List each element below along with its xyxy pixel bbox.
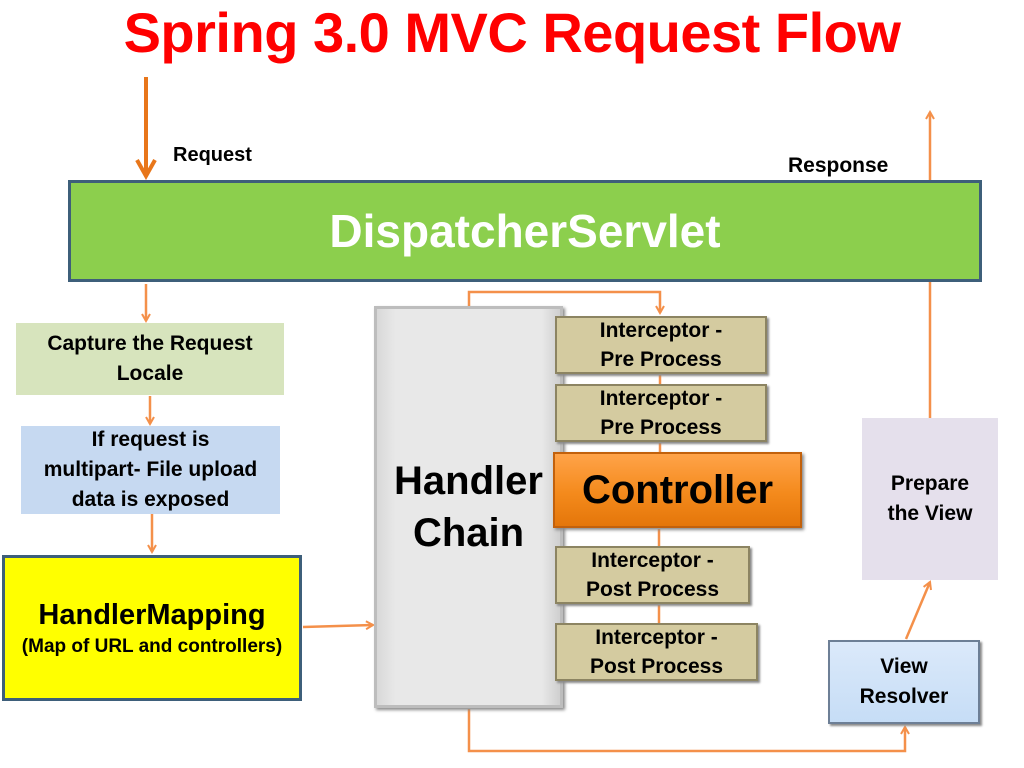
diagram-title: Spring 3.0 MVC Request Flow <box>123 1 901 64</box>
handler-mapping-box: HandlerMapping (Map of URL and controlle… <box>2 555 302 701</box>
prepare-view-box: Prepare the View <box>862 418 998 580</box>
multipart-box: If request is multipart- File upload dat… <box>21 426 280 514</box>
handler-mapping-title: HandlerMapping <box>38 598 266 631</box>
interceptor-line1: Interceptor - <box>591 549 714 572</box>
view-resolver-line1: View <box>880 655 928 678</box>
arrow-viewresolver-to-prepare <box>904 582 930 640</box>
handler-chain-box: Handler Chain <box>374 306 563 708</box>
request-label: Request <box>173 144 252 166</box>
interceptor-line2: Pre Process <box>600 416 722 439</box>
interceptor-pre-process-2: Interceptor - Pre Process <box>555 384 767 442</box>
controller-box: Controller <box>553 452 802 528</box>
prepare-view-line2: the View <box>887 502 973 525</box>
handler-chain-line1: Handler <box>394 459 543 503</box>
capture-locale-box: Capture the Request Locale <box>16 323 284 395</box>
multipart-line2: multipart- File upload <box>43 458 258 481</box>
interceptor-line1: Interceptor - <box>599 387 723 410</box>
view-resolver-line2: Resolver <box>859 685 949 708</box>
response-label: Response <box>788 154 889 177</box>
interceptor-post-process-1: Interceptor - Post Process <box>555 546 750 604</box>
view-resolver-box: View Resolver <box>828 640 980 724</box>
multipart-line1: If request is <box>91 428 210 451</box>
multipart-line3: data is exposed <box>71 488 230 511</box>
dispatcher-servlet-box: DispatcherServlet <box>68 180 982 282</box>
interceptor-pre-process-1: Interceptor - Pre Process <box>555 316 767 374</box>
handler-chain-line2: Chain <box>412 511 525 555</box>
arrow-handlermapping-to-chain <box>302 625 373 627</box>
arrow-chain-to-interceptor <box>467 290 660 313</box>
interceptor-line1: Interceptor - <box>595 626 718 649</box>
capture-locale-line2: Locale <box>116 362 184 385</box>
interceptor-post-process-2: Interceptor - Post Process <box>555 623 758 681</box>
arrow-chain-to-viewresolver <box>467 709 905 753</box>
interceptor-line1: Interceptor - <box>599 319 723 342</box>
handler-mapping-subtitle: (Map of URL and controllers) <box>21 635 283 657</box>
controller-label: Controller <box>581 467 774 512</box>
capture-locale-line1: Capture the Request <box>47 332 253 355</box>
interceptor-line2: Post Process <box>589 655 724 678</box>
prepare-view-line1: Prepare <box>890 472 970 495</box>
interceptor-line2: Post Process <box>585 578 720 601</box>
dispatcher-servlet-label: DispatcherServlet <box>329 205 721 257</box>
interceptor-line2: Pre Process <box>600 348 722 371</box>
